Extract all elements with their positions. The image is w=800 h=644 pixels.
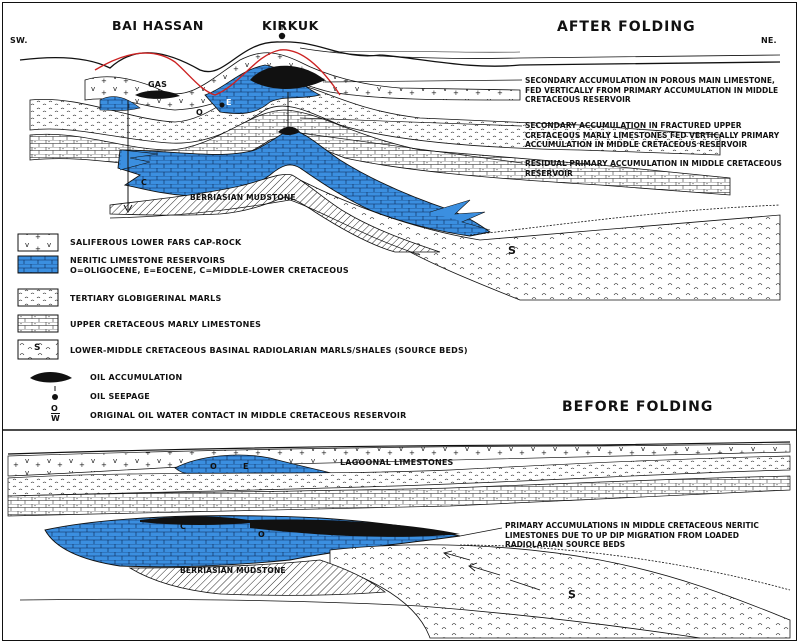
bai-hassan-label: BAI HASSAN	[112, 18, 204, 33]
note-residual-primary: RESIDUAL PRIMARY ACCUMULATION IN MIDDLE …	[525, 159, 782, 178]
legend-neritic-label: NERITIC LIMESTONE RESERVOIRS	[70, 256, 226, 265]
after-folding-title: AFTER FOLDING	[557, 19, 696, 35]
after-c-label: C	[141, 178, 148, 187]
legend-source-label: LOWER-MIDDLE CRETACEOUS BASINAL RADIOLAR…	[70, 346, 468, 355]
note-secondary-porous: SECONDARY ACCUMULATION IN POROUS MAIN LI…	[525, 76, 779, 104]
before-e-label: E	[243, 462, 249, 471]
after-o-label: O	[196, 108, 204, 117]
kirkuk-label: KIRKUK	[262, 18, 319, 33]
gas-label: GAS	[148, 80, 168, 89]
legend-source-symbol: S	[34, 343, 41, 353]
after-folding-section	[19, 24, 781, 301]
legend-marly-label: UPPER CRETACEOUS MARLY LIMESTONES	[70, 320, 262, 329]
before-berriasian-label: BERRIASIAN MUDSTONE	[180, 566, 286, 575]
legend-caprock-label: SALIFEROUS LOWER FARS CAP-ROCK	[70, 238, 242, 247]
lagoonal-label: LAGOONAL LIMESTONES	[340, 458, 454, 467]
ne-direction-label: NE.	[761, 36, 777, 45]
legend-globigerinal-label: TERTIARY GLOBIGERINAL MARLS	[70, 294, 222, 303]
note-secondary-fractured: SECONDARY ACCUMULATION IN FRACTURED UPPE…	[525, 121, 780, 149]
sw-direction-label: SW.	[10, 36, 28, 45]
after-s-label: S	[508, 244, 517, 257]
before-folding-section	[7, 441, 791, 639]
after-e-label: E	[226, 98, 232, 107]
before-folding-title: BEFORE FOLDING	[562, 399, 714, 415]
before-s-label: S	[568, 588, 577, 601]
note-primary-accumulations: PRIMARY ACCUMULATIONS IN MIDDLE CRETACEO…	[505, 521, 759, 549]
legend-owc-label: ORIGINAL OIL WATER CONTACT IN MIDDLE CRE…	[90, 411, 407, 420]
legend-neritic-sub: O=OLIGOCENE, E=EOCENE, C=MIDDLE-LOWER CR…	[70, 266, 349, 275]
legend-owc-symbol-bottom: W	[51, 413, 61, 423]
after-berriasian-label: BERRIASIAN MUDSTONE	[190, 193, 296, 202]
before-o-label: O	[210, 462, 218, 471]
legend-seepage-label: OIL SEEPAGE	[90, 392, 150, 401]
legend-owc-symbol-top: O	[51, 404, 59, 413]
before-c-label: C	[180, 522, 187, 531]
before-o2-label: O	[258, 530, 266, 539]
legend-oil-label: OIL ACCUMULATION	[90, 373, 183, 382]
legend-swatches	[17, 233, 72, 400]
